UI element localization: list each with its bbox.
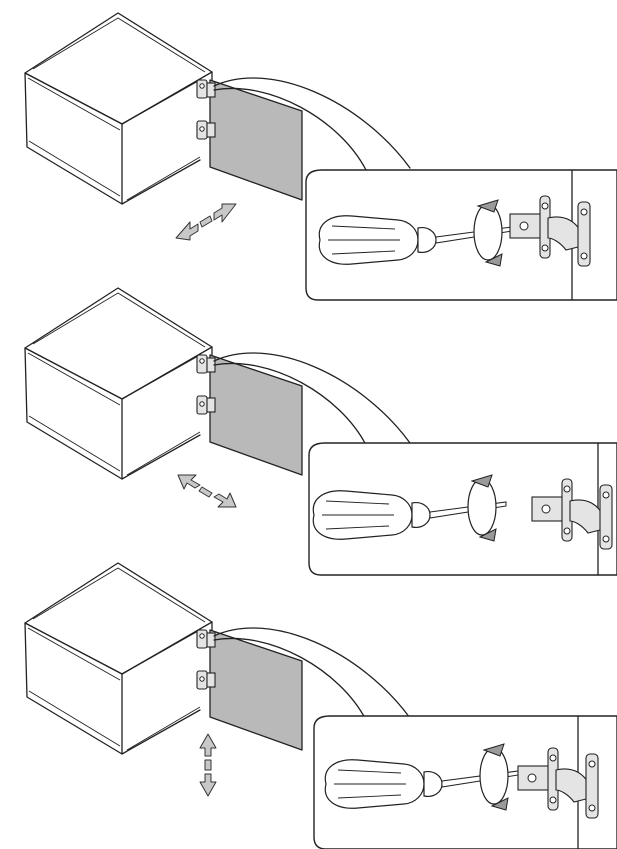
cabinet-icon: [24, 562, 213, 755]
door-icon: [206, 354, 303, 476]
panel-depth-adjustment: [24, 12, 617, 301]
panel-height-adjustment: [24, 562, 617, 849]
height-arrow-icon: [199, 733, 217, 797]
side-arrow-icon: [177, 474, 237, 508]
cabinet-icon: [24, 287, 213, 480]
depth-arrow-icon: [175, 203, 237, 241]
cabinet-icon: [24, 12, 213, 205]
door-icon: [206, 79, 303, 201]
door-icon: [206, 629, 303, 751]
panel-side-adjustment: [24, 287, 617, 576]
